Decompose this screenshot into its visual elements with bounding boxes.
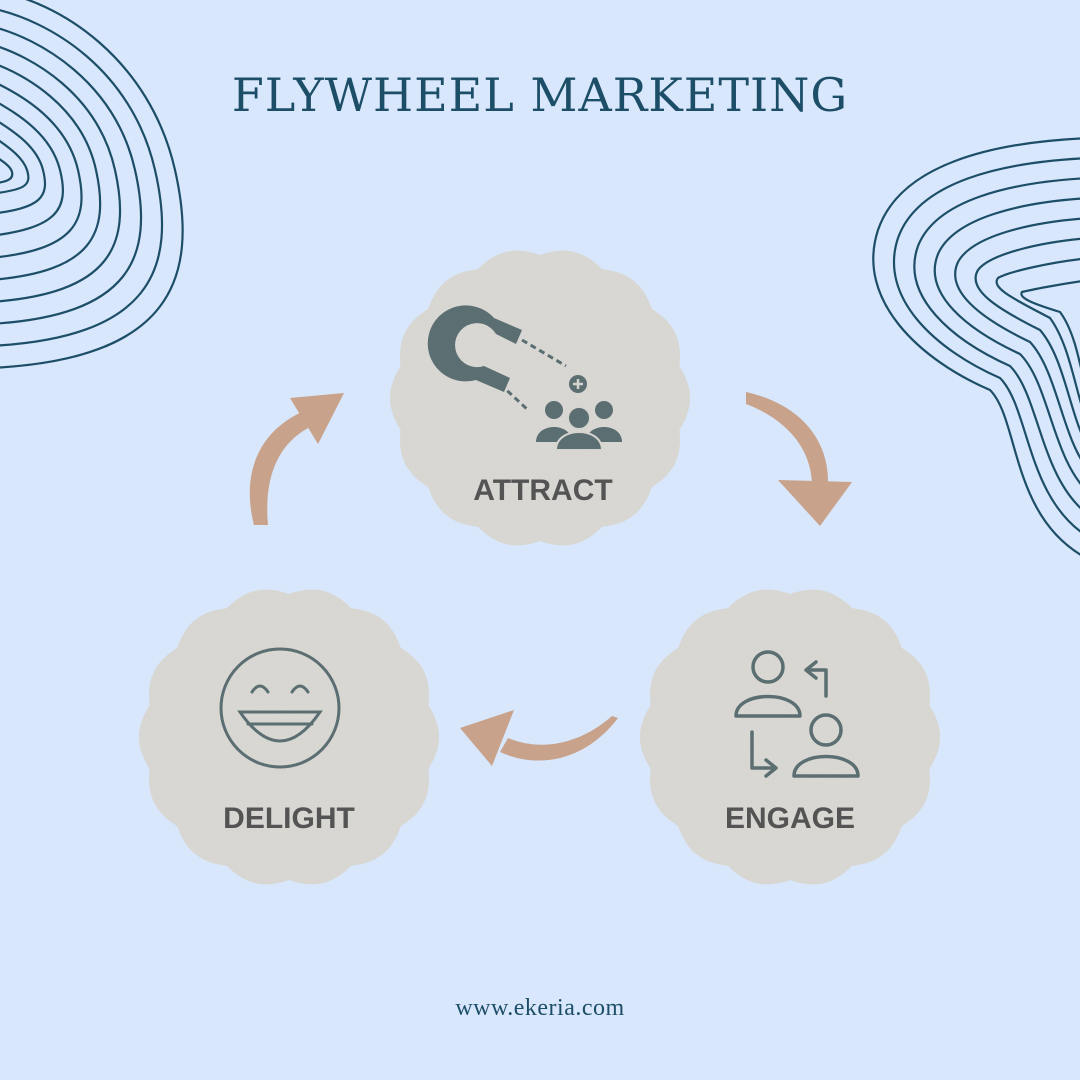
top-left-contours (0, 0, 184, 369)
stage-label-delight: DELIGHT (223, 802, 355, 835)
footer-url: www.ekeria.com (455, 995, 625, 1021)
page-title: FLYWHEEL MARKETING (231, 68, 849, 122)
smiling-face-icon (219, 647, 341, 769)
stage-label-engage: ENGAGE (725, 802, 855, 835)
arrow-engage-to-delight (460, 710, 618, 766)
arrow-delight-to-attract (249, 393, 344, 525)
top-right-contours (872, 137, 1080, 556)
stage-attract: ATTRACT (390, 250, 690, 546)
arrow-attract-to-engage (746, 392, 852, 526)
two-people-exchange-icon (734, 650, 860, 778)
magnet-attracting-people-icon (427, 305, 622, 451)
stage-delight: DELIGHT (139, 589, 439, 885)
stage-label-attract: ATTRACT (473, 474, 612, 507)
stage-engage: ENGAGE (640, 589, 940, 885)
